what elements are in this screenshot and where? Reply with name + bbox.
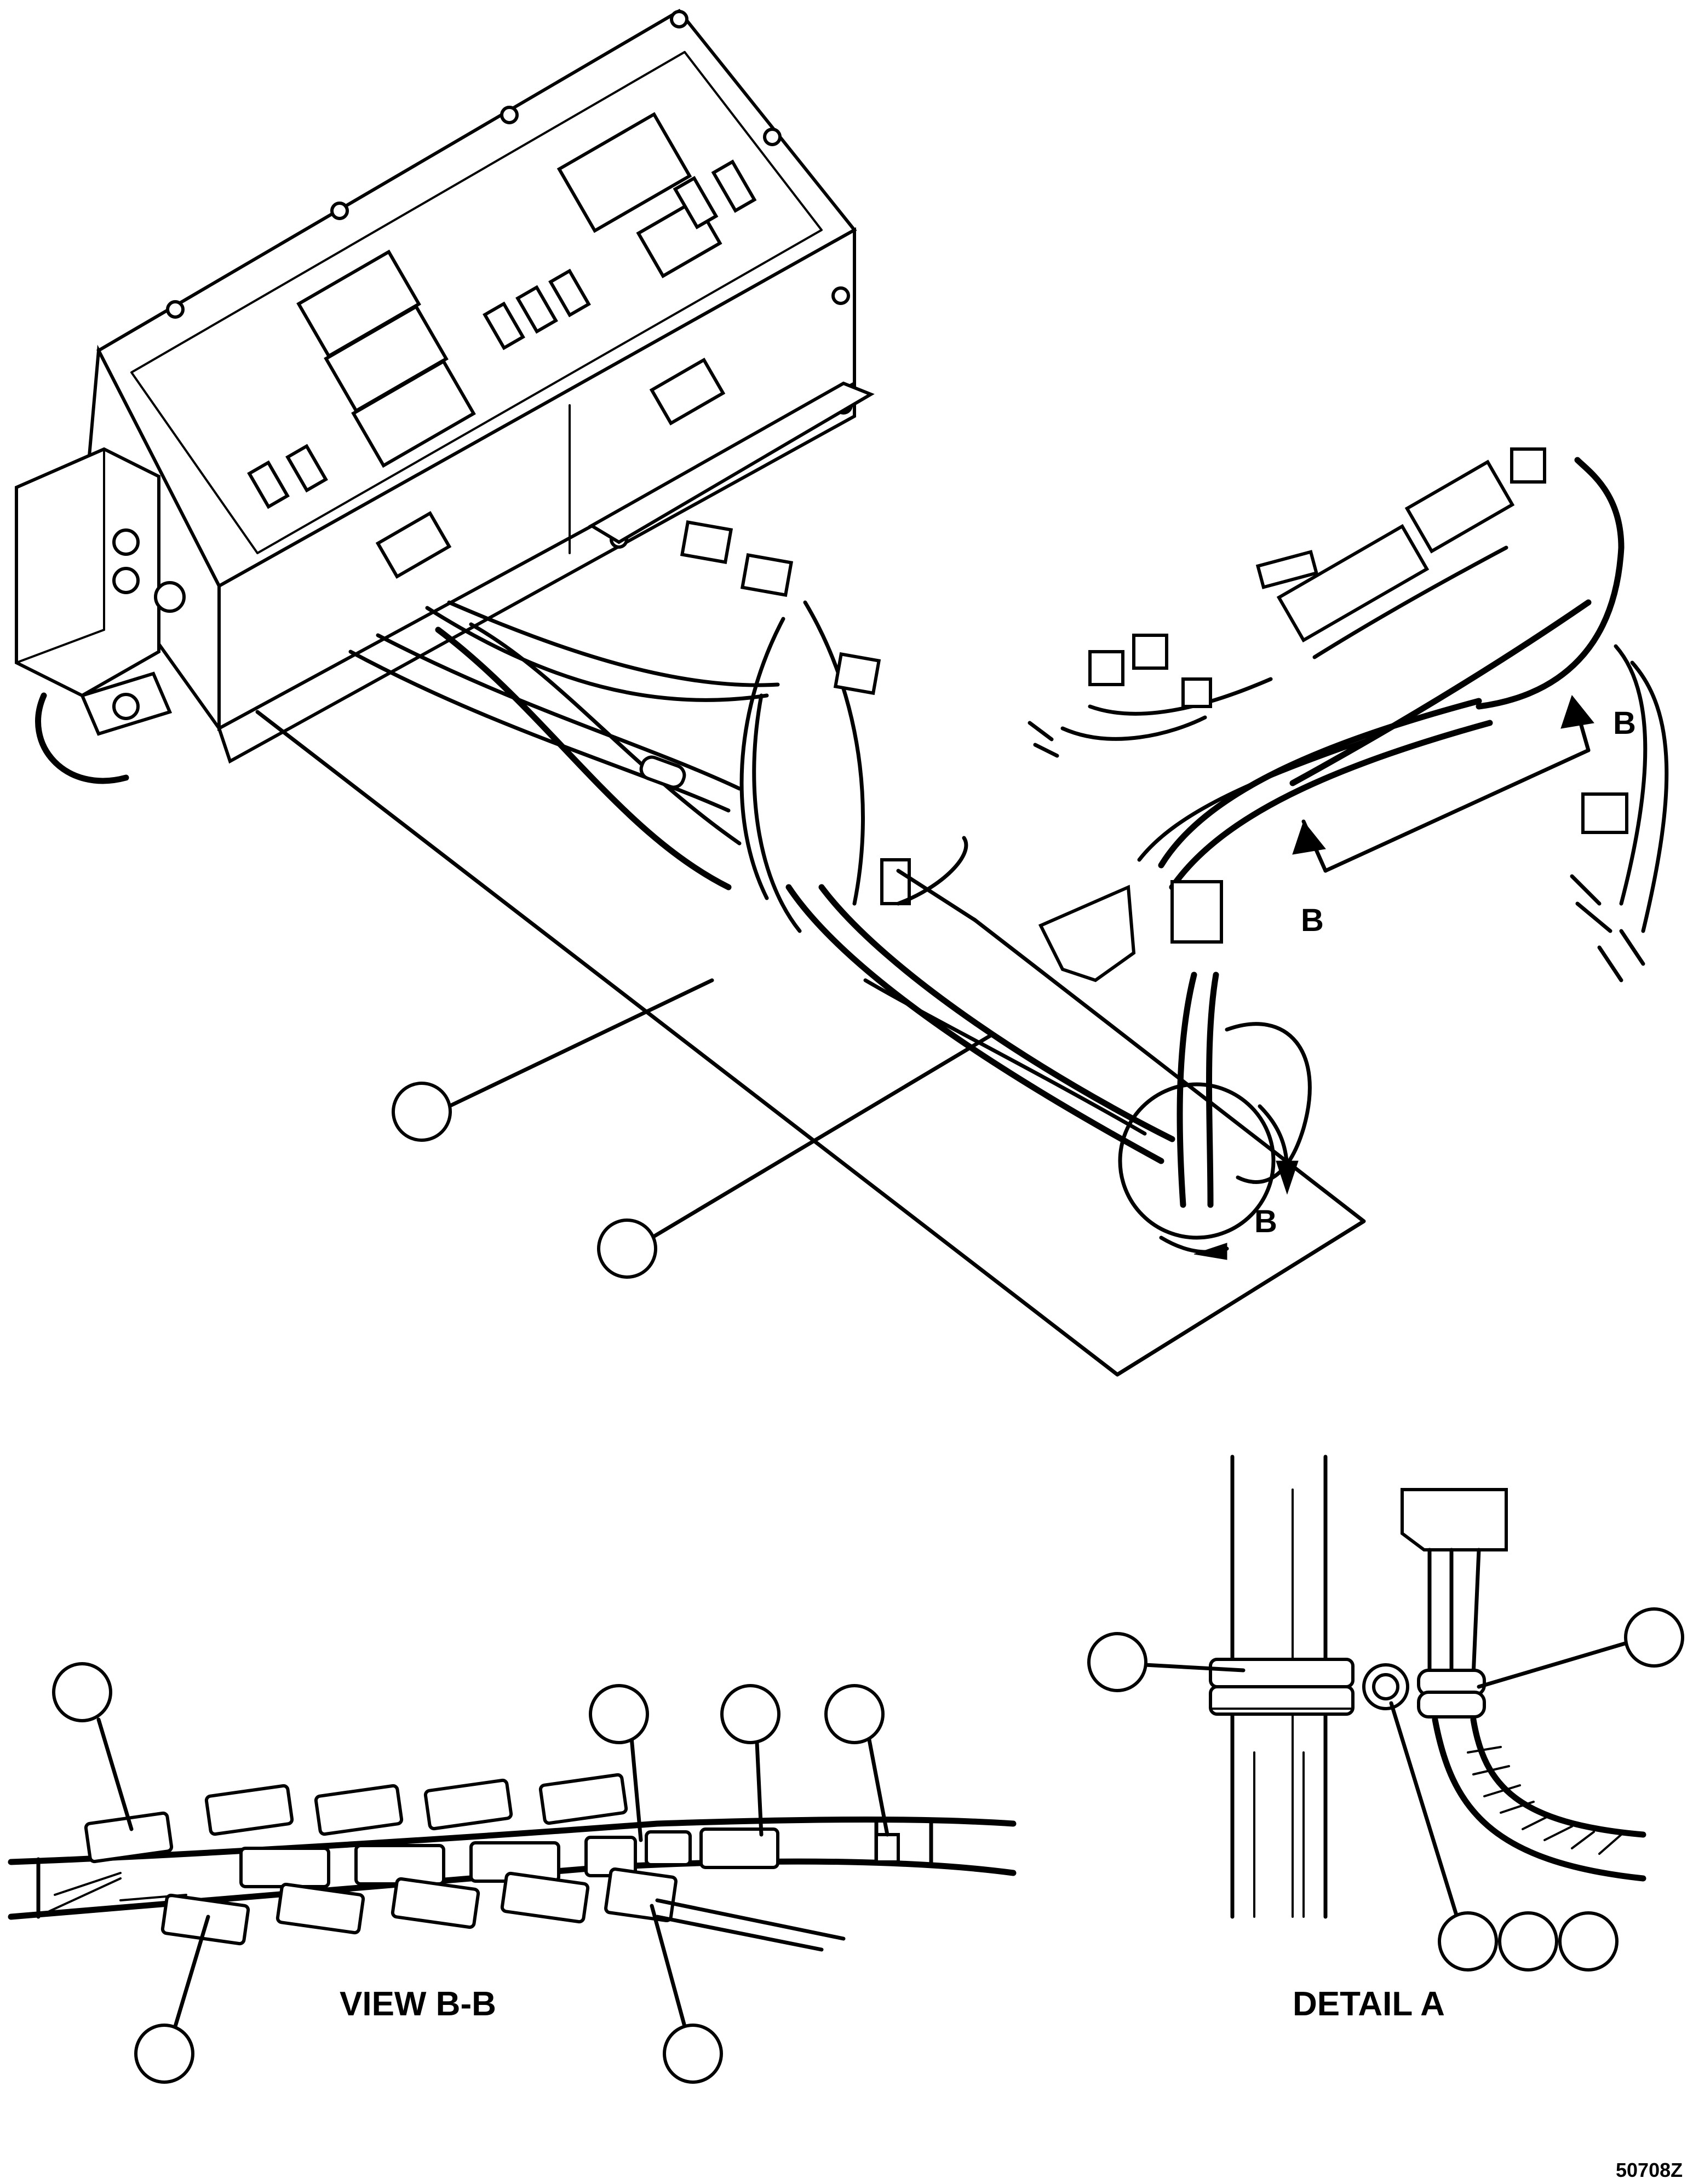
detail-a: DETAIL A (1087, 1455, 1684, 2023)
callout-balloon-view-1 (52, 1662, 112, 1722)
section-arrow-label-lower: B (1301, 903, 1324, 938)
view-b-b-caption: VIEW B-B (340, 1985, 496, 2023)
detail-a-caption: DETAIL A (1293, 1985, 1445, 2023)
callout-balloon-view-2 (589, 1684, 649, 1744)
main-view-callouts (392, 978, 994, 1279)
callout-balloon-detail-3 (1438, 1911, 1498, 1972)
figure-number: 50708Z (1616, 2159, 1683, 2181)
callout-balloon-detail-1 (1087, 1632, 1147, 1692)
callout-balloon-detail-4 (1498, 1911, 1558, 1972)
view-b-b: VIEW B-B (8, 1662, 1017, 2084)
section-arrow-label-upper: B (1613, 705, 1636, 741)
callout-balloon-detail-5 (1558, 1911, 1619, 1972)
section-line-b-b: B B (1292, 694, 1636, 938)
base-outline (255, 710, 1366, 1377)
side-junction-box (15, 447, 186, 784)
callout-balloon-view-4 (824, 1684, 885, 1744)
callout-balloon-view-5 (134, 2024, 194, 2084)
callout-balloon-main-1 (392, 1082, 452, 1142)
detail-a-marker: B (1118, 1082, 1299, 1260)
callout-balloon-view-6 (663, 2024, 723, 2084)
harness-trunk (680, 520, 1312, 1208)
callout-balloon-detail-2 (1624, 1607, 1684, 1668)
control-console-assembly (80, 9, 875, 764)
callout-balloon-main-2 (597, 1219, 657, 1279)
section-arrow-label-detail: B (1254, 1204, 1277, 1239)
right-harness-cluster (1028, 447, 1669, 982)
panel-relay-cluster (247, 159, 757, 509)
main-cable-bundle (348, 600, 780, 890)
callout-balloon-view-3 (720, 1684, 780, 1744)
